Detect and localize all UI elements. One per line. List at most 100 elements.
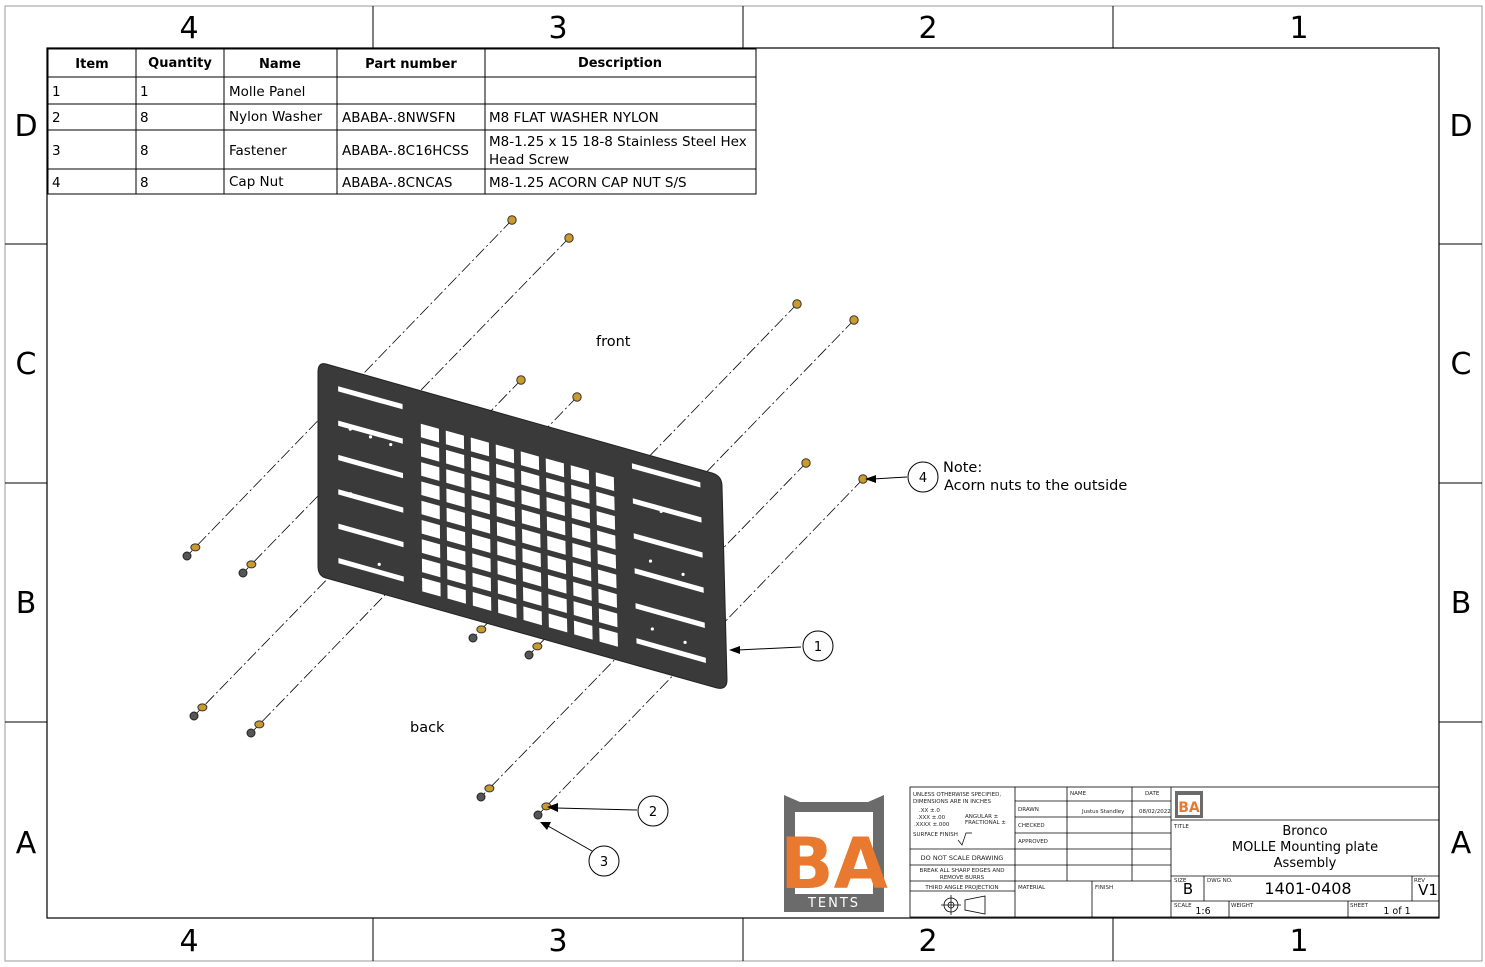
bom-cell: M8-1.25 ACORN CAP NUT S/S [489,175,687,191]
zone-row-label-right: B [1451,586,1472,621]
bom-cell: ABABA-.8C16HCSS [342,143,469,159]
panel-mount-hole [648,559,653,563]
panel-grid-hole [471,495,490,515]
panel-slot [636,638,706,664]
panel-slot [338,523,404,548]
tb-title-line: Bronco [1282,824,1327,839]
panel-grid-hole [523,606,542,626]
bom-cell: Cap Nut [229,174,284,190]
panel-grid-hole [497,541,516,560]
molle-panel [317,363,728,689]
panel-grid-hole [521,509,541,529]
zone-row-label-right: A [1451,826,1472,861]
hex-head-screw [246,728,256,738]
bom-table: Item Quantity Name Part number Descripti… [47,48,757,195]
nylon-washer [246,560,257,569]
label-back: back [410,720,445,736]
acorn-cap-nut [849,315,859,325]
panel-grid-hole [421,539,441,558]
panel-slot [338,454,404,479]
bom-header: Part number [365,57,457,72]
panel-grid-hole [547,555,567,575]
panel-grid-hole [523,586,542,606]
title-block-small-logo: BA [1175,791,1203,818]
tb-drawn-name: Justus Standley [1081,809,1125,815]
tb-rev-label: REV [1414,878,1425,884]
panel-grid-hole [597,550,617,569]
tb-col-date: DATE [1145,791,1160,797]
zone-col-label-top: 4 [179,11,198,46]
logo-subtext: TENTS [807,896,860,911]
tb-title-line: Assembly [1274,856,1337,871]
panel-grid-hole [546,516,566,536]
bom-cell: 8 [140,110,149,126]
title-block: UNLESS OTHERWISE SPECIFIED, DIMENSIONS A… [909,786,1440,918]
panel-grid-hole [471,456,490,476]
bom-cell: 4 [52,175,61,191]
bom-header: Quantity [148,56,212,71]
label-front: front [596,334,631,350]
panel-grid-hole [570,465,590,485]
panel-grid-hole [421,462,440,481]
bom-cell: 3 [52,143,61,159]
tb-sheet-label: SHEET [1350,903,1369,909]
tb-col-name: NAME [1070,791,1087,797]
tb-dwg-label: DWG NO. [1207,878,1233,884]
tb-tolerance-line: UNLESS OTHERWISE SPECIFIED, [913,792,1001,798]
bom-cell: Nylon Washer [229,109,323,125]
tb-tol-xxxx: .XXXX ±.000 [914,822,950,828]
tb-break-edges: REMOVE BURRS [940,875,985,881]
panel-slot [631,463,701,488]
panel-grid-hole [571,504,591,523]
tb-size-label: SIZE [1174,878,1187,884]
panel-grid-hole [446,488,465,508]
bom-cell: 1 [52,84,61,100]
tb-approved-label: APPROVED [1018,839,1048,845]
panel-grid-hole [446,546,466,566]
panel-slot [632,498,702,523]
panel-grid-hole [545,458,565,478]
balloon-3-label: 3 [600,855,608,870]
panel-grid-hole [496,502,516,522]
panel-grid-hole [573,601,593,621]
panel-grid-hole [420,442,440,462]
panel-grid-hole [421,519,441,539]
hex-head-screw [238,568,248,578]
nylon-washer [197,703,208,712]
panel-slot [633,533,703,558]
bom-cell: 8 [140,175,149,191]
panel-grid-hole [496,463,515,483]
panel-mount-hole [348,427,352,431]
zone-col-label-bottom: 4 [179,924,198,959]
panel-grid-hole [547,535,566,555]
bom-header: Description [578,56,662,71]
balloon-1 [802,630,834,662]
zone-row-label-left: A [16,826,37,861]
panel-grid-hole [548,594,567,614]
panel-mount-hole [683,640,687,645]
panel-grid-hole [498,599,517,619]
balloon-1-label: 1 [814,640,822,655]
balloons [540,461,939,877]
tb-drawn-date: 08/02/2022 [1139,809,1171,815]
panel-grid-hole [471,514,491,534]
panel-slot [635,603,705,628]
panel-slot [338,386,403,410]
panel-mount-hole [650,627,654,631]
panel-grid-hole [445,430,465,450]
tb-tolerance-line: DIMENSIONS ARE IN INCHES [913,799,991,805]
panel-grid-hole [447,565,466,585]
nylon-washer [190,543,201,552]
nylon-washer [254,720,265,729]
bom-cell: Fastener [229,143,287,159]
tb-break-edges: BREAK ALL SHARP EDGES AND [920,868,1005,874]
panel-grid-hole [571,484,590,504]
hex-head-screw [524,650,534,660]
bom-cell: ABABA-.8CNCAS [342,175,452,191]
panel-grid-hole [497,579,517,599]
assembly-axis-line [242,237,570,574]
tb-scale-value: 1:6 [1195,906,1210,917]
tb-tol-xx: .XX ±.0 [919,808,940,814]
